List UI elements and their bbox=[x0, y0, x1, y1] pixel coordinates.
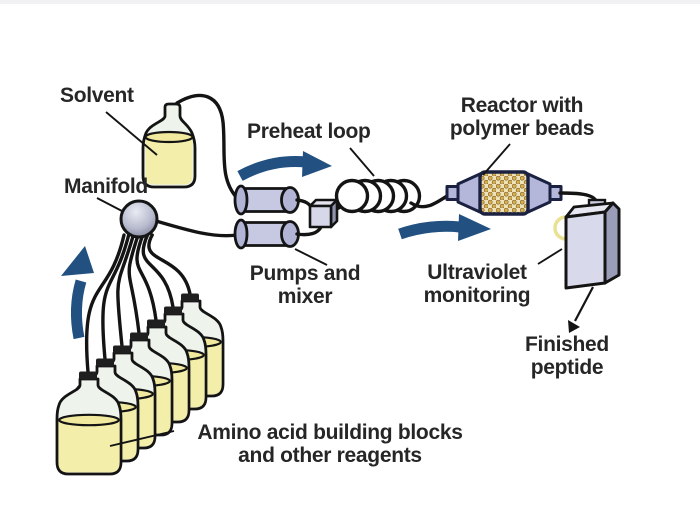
label-solvent: Solvent bbox=[60, 84, 134, 107]
right-flow-arrow-icon bbox=[237, 151, 332, 181]
label-reactor: Reactor with polymer beads bbox=[449, 94, 595, 140]
preheat-pointer-line bbox=[349, 147, 375, 177]
label-preheat-loop: Preheat loop bbox=[247, 120, 371, 143]
manifold-to-pump-tube bbox=[154, 219, 239, 238]
reactor-column bbox=[445, 170, 563, 216]
top-border-strip bbox=[0, 0, 700, 4]
pump-bottom bbox=[233, 218, 300, 250]
solvent-tube bbox=[175, 93, 239, 200]
reagent-tube bbox=[116, 233, 136, 348]
uv-pointer-line bbox=[537, 248, 563, 265]
reagent-tube bbox=[135, 233, 158, 322]
label-finished-peptide: Finished peptide bbox=[525, 333, 609, 379]
collection-vessel bbox=[564, 198, 621, 290]
manifold-pointer-line bbox=[96, 197, 123, 212]
reagent-tube bbox=[101, 233, 131, 361]
reagent-tube bbox=[147, 233, 192, 296]
mixer-cube bbox=[308, 198, 339, 229]
manifold-sphere bbox=[119, 199, 159, 239]
reagent-tube bbox=[127, 233, 141, 335]
preheat-coil bbox=[334, 178, 422, 214]
reagent-tube bbox=[84, 233, 126, 374]
output-arrow-icon bbox=[568, 286, 594, 333]
reagents-pointer-line bbox=[109, 430, 175, 447]
label-pumps-mixer: Pumps and mixer bbox=[249, 262, 361, 308]
reagent-tube bbox=[141, 233, 175, 309]
solvent-bottle bbox=[141, 102, 197, 189]
label-reagents: Amino acid building blocks and other rea… bbox=[197, 421, 463, 467]
reagent-bottles bbox=[55, 233, 225, 476]
pump-to-mixer-tube bbox=[295, 225, 323, 237]
solvent-pointer-line bbox=[105, 111, 158, 156]
polymer-beads bbox=[478, 170, 530, 216]
up-flow-arrow-icon bbox=[61, 246, 94, 340]
pumps-pointer-line bbox=[294, 248, 328, 266]
reactor-pointer-line bbox=[482, 143, 511, 176]
pump-top bbox=[233, 184, 300, 216]
label-ultraviolet: Ultraviolet monitoring bbox=[423, 261, 531, 307]
label-manifold: Manifold bbox=[64, 175, 148, 198]
right-flow-arrow-icon bbox=[398, 214, 491, 241]
